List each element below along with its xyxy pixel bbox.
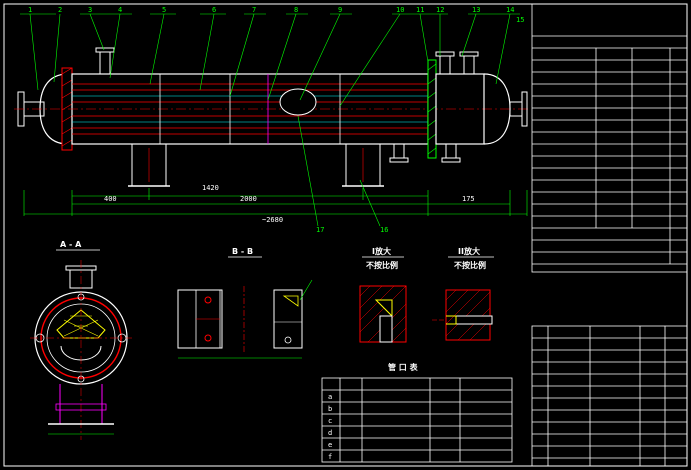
- detail-i-title: I放大: [372, 246, 391, 256]
- technical-spec-table: [531, 3, 688, 273]
- callout-13: 13: [472, 6, 480, 14]
- callout-12: 12: [436, 6, 444, 14]
- section-aa-label: A - A: [60, 240, 82, 249]
- callout-3: 3: [88, 6, 92, 14]
- nozzle-row-f: f: [328, 453, 332, 461]
- nozzle-table-title: 管 口 表: [388, 362, 419, 372]
- nozzle-table: [321, 377, 513, 463]
- drawing-frame: [3, 3, 688, 467]
- nozzle-row-e: e: [328, 441, 332, 449]
- callout-leaders: [20, 13, 520, 227]
- callout-14: 14: [506, 6, 514, 14]
- detail-ii-subtitle: 不按比例: [454, 260, 486, 270]
- dim-right-offset: 175: [462, 195, 475, 203]
- callout-9: 9: [338, 6, 342, 14]
- nozzle-row-c: c: [328, 417, 332, 425]
- callout-8: 8: [294, 6, 298, 14]
- callout-7: 7: [252, 6, 256, 14]
- nozzle-row-b: b: [328, 405, 332, 413]
- callout-1: 1: [28, 6, 32, 14]
- dim-tube-length: 1420: [202, 184, 219, 192]
- callout-6: 6: [212, 6, 216, 14]
- dim-left-offset: 400: [104, 195, 117, 203]
- detail-ii-view: [432, 289, 493, 341]
- callout-4: 4: [118, 6, 122, 14]
- dim-saddle-spacing: 2000: [240, 195, 257, 203]
- callout-15: 15: [516, 16, 524, 24]
- callout-5: 5: [162, 6, 166, 14]
- nozzle-row-a: a: [328, 393, 332, 401]
- callout-16: 16: [380, 226, 388, 234]
- heat-exchanger-elevation: [14, 47, 530, 187]
- dim-overall-length: ~2680: [262, 216, 283, 224]
- section-aa-view: [30, 260, 132, 440]
- section-bb-view: [177, 279, 313, 359]
- parts-list-table: [531, 325, 688, 467]
- section-bb-label: B - B: [232, 247, 253, 256]
- nozzle-row-d: d: [328, 429, 332, 437]
- callout-10: 10: [396, 6, 404, 14]
- elevation-dimensions: [23, 188, 528, 216]
- detail-i-view: [359, 285, 407, 343]
- callout-17: 17: [316, 226, 324, 234]
- detail-ii-title: II放大: [458, 246, 480, 256]
- callout-11: 11: [416, 6, 424, 14]
- detail-i-subtitle: 不按比例: [366, 260, 398, 270]
- callout-2: 2: [58, 6, 62, 14]
